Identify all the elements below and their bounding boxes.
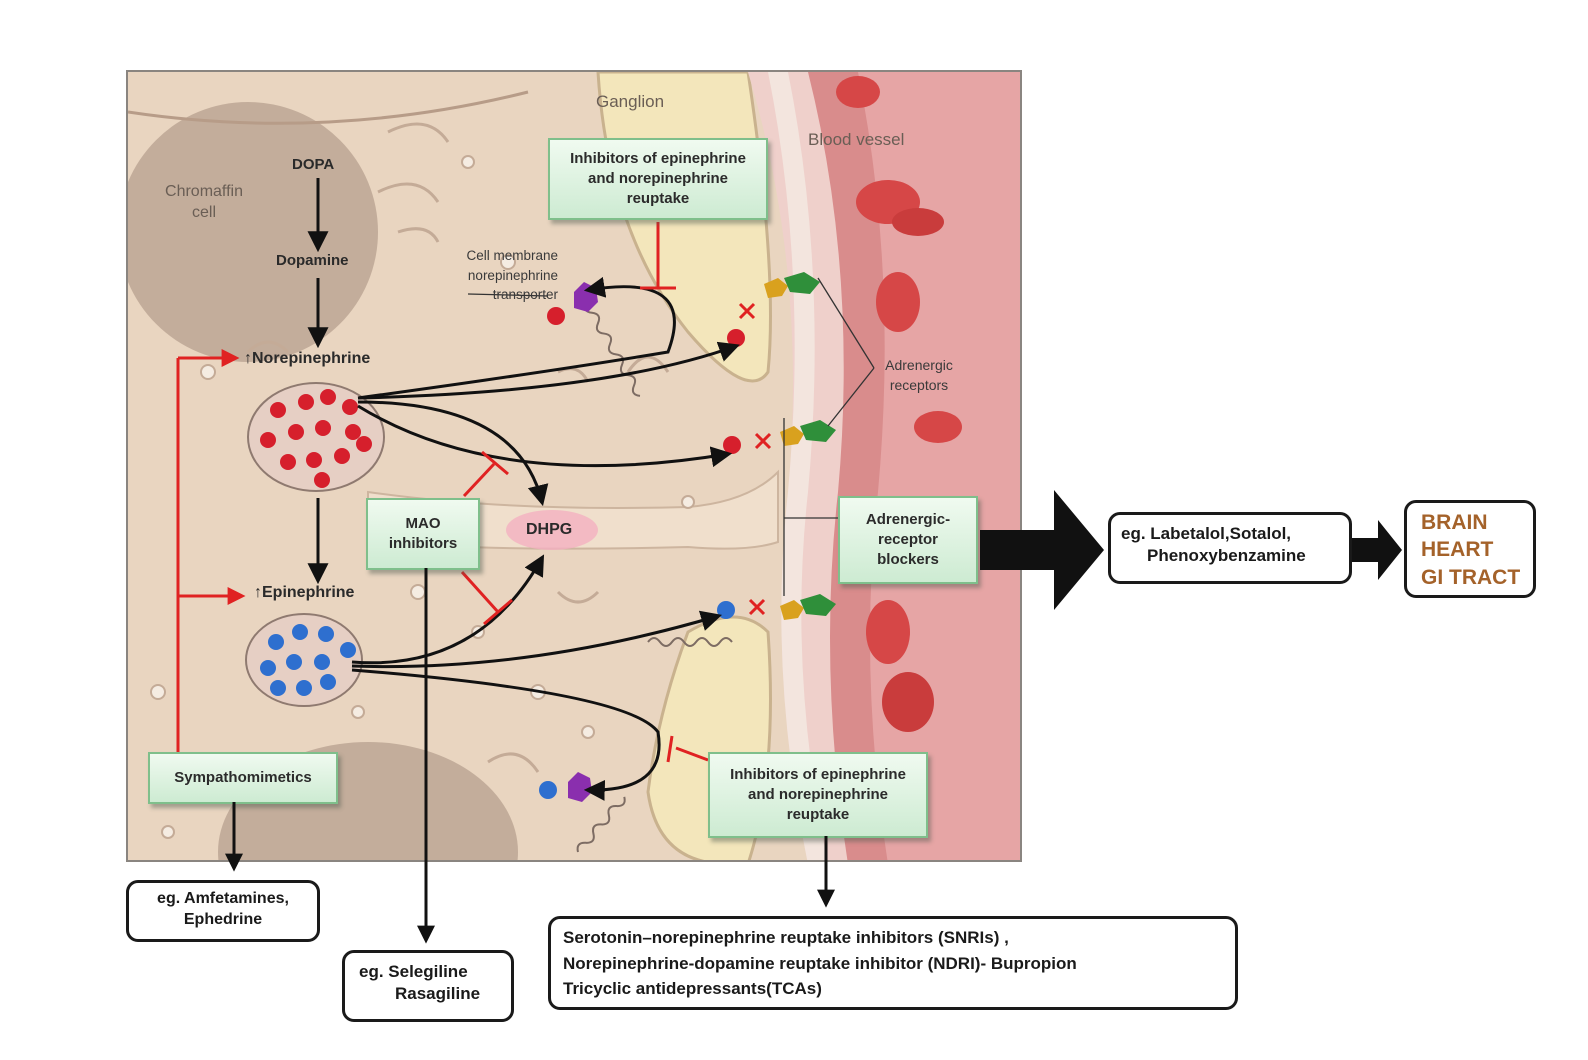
mao-inhibitors-box: MAO inhibitors xyxy=(366,498,480,570)
ganglion-label: Ganglion xyxy=(596,92,665,111)
example-line: eg. Selegiline xyxy=(359,962,468,981)
red-blood-cell xyxy=(836,76,880,108)
adrenergic-receptor xyxy=(780,594,836,620)
dhpg-glow xyxy=(506,510,598,550)
organ-brain: BRAIN xyxy=(1421,511,1488,534)
organs-box: BRAIN HEART GI TRACT xyxy=(1404,500,1536,598)
sympathomimetics-examples-box: eg. Amfetamines, Ephedrine xyxy=(126,880,320,942)
chromaffin-cell-label: Chromaffin cell xyxy=(165,183,243,221)
example-line: Phenoxybenzamine xyxy=(1147,546,1306,566)
blocked-binding-marks xyxy=(738,302,772,616)
reuptake-examples-box: Serotonin–norepinephrine reuptake inhibi… xyxy=(548,916,1238,1010)
sympathomimetics-box: Sympathomimetics xyxy=(148,752,338,804)
organ-gi-tract: GI TRACT xyxy=(1421,565,1521,589)
increase-arrow-icon: ↑ xyxy=(244,350,252,367)
example-line: Rasagiline xyxy=(395,984,481,1004)
example-line: Ephedrine xyxy=(183,910,263,928)
presynaptic-membrane xyxy=(647,637,733,647)
example-line: Serotonin–norepinephrine reuptake inhibi… xyxy=(563,928,1009,947)
transporter-label: Cell membrane norepinephrine transporter xyxy=(466,248,558,303)
chromaffin-nucleus-top xyxy=(128,102,378,362)
adrenergic-receptor xyxy=(764,272,820,298)
red-blood-cell xyxy=(882,672,934,732)
presynaptic-membrane xyxy=(576,796,626,853)
dhpg-label: DHPG xyxy=(526,521,573,538)
norepinephrine-label: ↑Norepinephrine xyxy=(244,350,370,368)
example-line: Tricyclic antidepressants(TCAs) xyxy=(563,979,822,998)
increase-arrow-icon: ↑ xyxy=(254,584,262,601)
reuptake-inhibitors-box-bottom: Inhibitors of epinephrine and norepineph… xyxy=(708,752,928,838)
organ-heart: HEART xyxy=(1421,538,1494,562)
illustration-panel: Ganglion Blood vessel Chromaffin cell DO… xyxy=(126,70,1022,862)
red-blood-cell xyxy=(914,411,962,443)
released-epinephrine xyxy=(717,601,735,619)
dopamine-label: Dopamine xyxy=(276,252,349,269)
red-blood-cell xyxy=(866,600,910,664)
pathway-arrows xyxy=(307,178,740,801)
epinephrine-molecules xyxy=(260,624,356,696)
epinephrine-text: Epinephrine xyxy=(262,584,355,601)
released-norepinephrine xyxy=(723,436,741,454)
norepinephrine-text: Norepinephrine xyxy=(252,350,371,367)
receptor-leader-lines xyxy=(467,277,875,596)
blood-vessel-lumen xyxy=(858,72,1020,860)
released-norepinephrine xyxy=(727,329,745,347)
reuptake-inhibitors-box-top: Inhibitors of epinephrine and norepineph… xyxy=(548,138,768,220)
example-line: eg. Amfetamines, xyxy=(157,890,289,907)
epinephrine-label: ↑Epinephrine xyxy=(254,584,354,602)
blood-vessel-label: Blood vessel xyxy=(808,130,905,149)
blocker-examples-box: eg. Labetalol,Sotalol, Phenoxybenzamine xyxy=(1108,512,1352,584)
vessel-endothelium xyxy=(768,72,828,860)
red-blood-cell xyxy=(876,272,920,332)
receptors-label: Adrenergic receptors xyxy=(885,357,953,393)
adrenergic-receptor xyxy=(780,420,836,446)
mao-examples-box: eg. Selegiline Rasagiline xyxy=(342,950,514,1022)
example-line: Norepinephrine-dopamine reuptake inhibit… xyxy=(563,953,1077,973)
organ-arrow xyxy=(1352,520,1402,580)
red-blood-cell xyxy=(892,208,944,236)
receptor-blockers-box: Adrenergic-receptor blockers xyxy=(838,496,978,584)
inhibition-markers xyxy=(460,222,709,763)
norepinephrine-molecules xyxy=(260,389,372,488)
dopa-label: DOPA xyxy=(292,156,335,173)
example-line: eg. Labetalol,Sotalol, xyxy=(1121,524,1292,543)
cell-outline xyxy=(128,90,529,125)
